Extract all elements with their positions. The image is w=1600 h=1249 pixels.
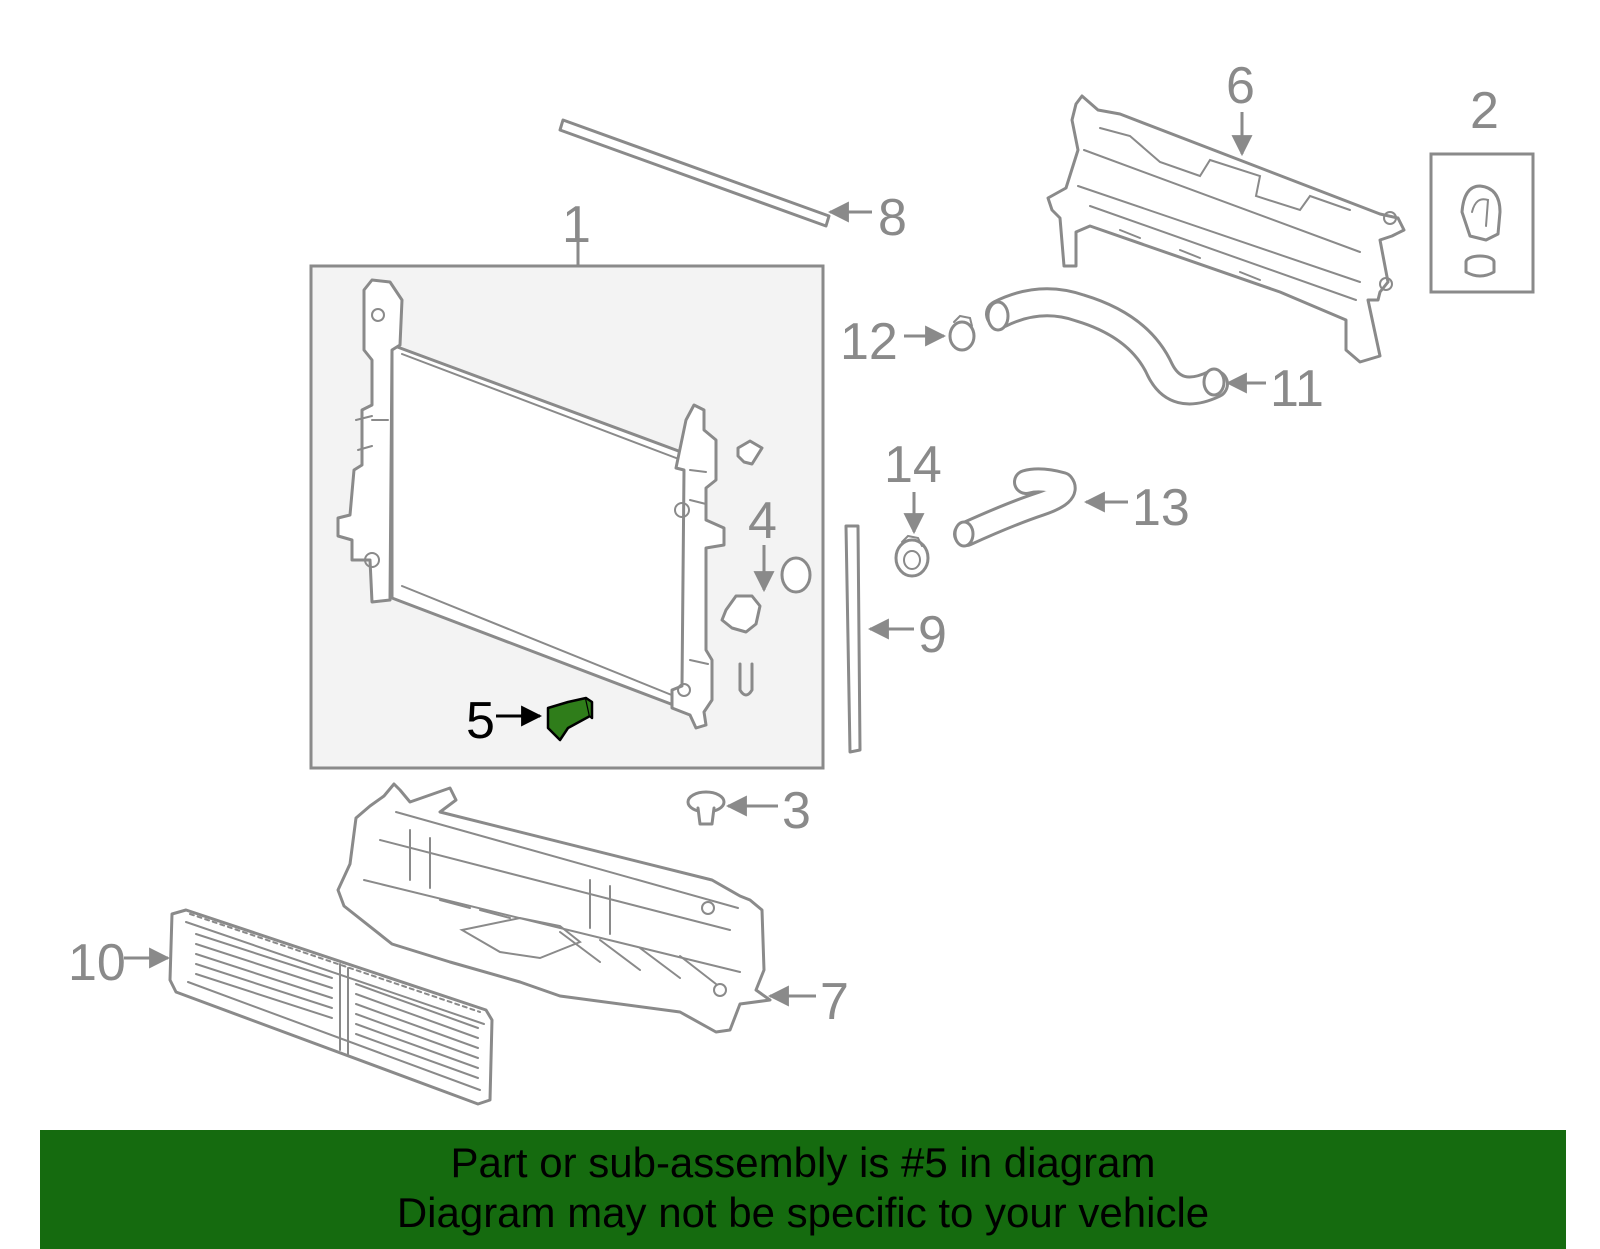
clip-part[interactable]: [736, 439, 764, 466]
callout-8-label: 8: [878, 189, 907, 247]
banner-line-1: Part or sub-assembly is #5 in diagram: [450, 1139, 1156, 1186]
seal-part-9[interactable]: [844, 524, 862, 754]
retaining-clip-part[interactable]: [738, 662, 754, 697]
callout-14-label: 14: [884, 436, 942, 494]
info-banner: Part or sub-assembly is #5 in diagram Di…: [40, 1130, 1566, 1249]
callout-6-label: 6: [1226, 57, 1255, 115]
o-ring-part[interactable]: [780, 556, 812, 594]
drain-plug-part-4[interactable]: [720, 594, 762, 634]
callout-7-label: 7: [820, 973, 849, 1031]
seal-strip-part-8[interactable]: [558, 118, 831, 228]
hose-clamp-part-14[interactable]: [894, 534, 930, 578]
callout-2-label: 2: [1470, 82, 1499, 140]
callout-4-label: 4: [748, 492, 777, 550]
callout-10-label: 10: [68, 934, 126, 992]
grommet-part-3[interactable]: [686, 790, 726, 826]
radiator-assembly-part-1[interactable]: [309, 234, 825, 770]
hose-clamp-part-12[interactable]: [948, 314, 976, 352]
callout-11-label: 11: [1270, 360, 1324, 418]
banner-line-2: Diagram may not be specific to your vehi…: [396, 1189, 1210, 1236]
air-baffle-part-6[interactable]: [1046, 94, 1406, 364]
lower-deflector-part-7[interactable]: [336, 782, 772, 1034]
callout-5-label: 5: [466, 692, 495, 750]
isolator-part-2[interactable]: [1429, 152, 1535, 294]
callout-13-label: 13: [1132, 479, 1190, 537]
upper-hose-part-11[interactable]: [985, 287, 1229, 406]
lower-hose-part-13[interactable]: [953, 467, 1077, 548]
callout-12-label: 12: [840, 313, 898, 371]
callout-1-label: 1: [562, 196, 591, 254]
highlighted-part-5[interactable]: [546, 696, 594, 742]
shutter-assembly-part-10[interactable]: [168, 908, 494, 1106]
callout-9-label: 9: [918, 606, 947, 664]
callout-3-label: 3: [782, 782, 811, 840]
